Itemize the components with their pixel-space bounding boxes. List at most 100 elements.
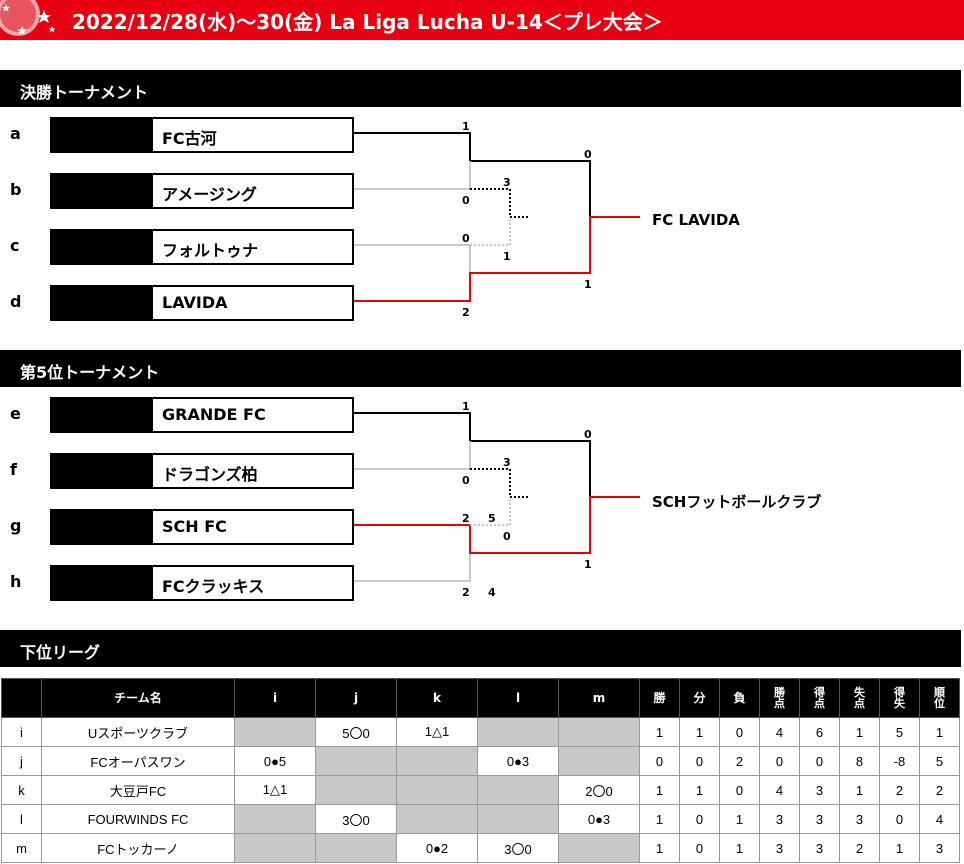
score-bc-top: 3 <box>503 176 511 189</box>
winner-fifth: SCHフットボールクラブ <box>652 493 822 511</box>
match-result-cell: 5〇0 <box>315 717 397 747</box>
row-id-cell: k <box>1 775 42 805</box>
team-name-cell: FCトッカーノ <box>41 833 235 863</box>
losses-cell: 1 <box>719 833 760 863</box>
row-id-cell: j <box>1 746 42 776</box>
score-final-bot: 1 <box>584 278 592 291</box>
wins-cell: 1 <box>639 775 680 805</box>
empty-match-cell <box>315 775 397 805</box>
losses-cell: 2 <box>719 746 760 776</box>
goal-diff-cell: -8 <box>879 746 920 776</box>
team-color-block <box>52 567 153 599</box>
points-cell: 0 <box>759 746 800 776</box>
col-header-k: k <box>396 678 478 718</box>
team-box-g: SCH FC <box>50 509 354 545</box>
match-result-cell: 1△1 <box>396 717 478 747</box>
page-title: 2022/12/28(水)〜30(金) La Liga Lucha U-14＜プ… <box>72 10 663 34</box>
page-header: 2022/12/28(水)〜30(金) La Liga Lucha U-14＜プ… <box>0 0 964 40</box>
losses-cell: 1 <box>719 804 760 834</box>
team-box-e: GRANDE FC <box>50 397 354 433</box>
empty-match-cell <box>396 775 478 805</box>
match-result-cell: 0●5 <box>234 746 316 776</box>
goal-diff-cell: 2 <box>879 775 920 805</box>
goals-for-cell: 3 <box>799 804 840 834</box>
section-title: 第5位トーナメント <box>20 363 160 382</box>
team-color-block <box>52 231 153 263</box>
score-d: 2 <box>462 306 470 319</box>
score-fifth-top: 0 <box>584 428 592 441</box>
bracket-line-d <box>352 216 640 302</box>
team-name-cell: 大豆戸FC <box>41 775 235 805</box>
col-header-team: チーム名 <box>41 678 235 718</box>
rank-cell: 5 <box>919 746 960 776</box>
draws-cell: 1 <box>679 717 720 747</box>
team-box-d: LAVIDA <box>50 285 354 321</box>
vertical-header-text: 得点 <box>814 686 825 710</box>
goals-against-cell: 1 <box>839 717 880 747</box>
team-name: GRANDE FC <box>162 405 266 424</box>
score-ef-bot: 0 <box>503 530 511 543</box>
empty-match-cell <box>477 717 559 747</box>
bracket-line-ef-top <box>470 468 528 498</box>
bracket-line-ef-bot <box>470 497 511 526</box>
score-bc-bot: 1 <box>503 250 511 263</box>
row-id-cell: i <box>1 717 42 747</box>
team-name: ドラゴンズ柏 <box>162 465 258 484</box>
col-header-j: j <box>315 678 397 718</box>
goals-for-cell: 0 <box>799 746 840 776</box>
wins-cell: 1 <box>639 833 680 863</box>
col-header-rank: 順位 <box>919 678 960 718</box>
goal-diff-cell: 1 <box>879 833 920 863</box>
slot-letter-g: g <box>10 516 22 535</box>
score-g: 2 <box>462 512 470 525</box>
bracket-line-bc-top <box>470 188 528 218</box>
goals-for-cell: 3 <box>799 775 840 805</box>
col-header-l: l <box>477 678 559 718</box>
empty-match-cell <box>315 833 397 863</box>
bracket-line-f <box>352 441 471 470</box>
goals-for-cell: 3 <box>799 833 840 863</box>
match-result-cell: 3〇0 <box>315 804 397 834</box>
team-name: LAVIDA <box>162 293 228 312</box>
empty-match-cell <box>558 833 640 863</box>
losses-cell: 0 <box>719 717 760 747</box>
goals-against-cell: 3 <box>839 804 880 834</box>
empty-match-cell <box>234 804 316 834</box>
score-a: 1 <box>462 120 470 133</box>
draws-cell: 0 <box>679 833 720 863</box>
score-ef-top: 3 <box>503 456 511 469</box>
vertical-header-text: 順位 <box>934 686 945 710</box>
rank-cell: 2 <box>919 775 960 805</box>
col-header-losses: 負 <box>719 678 760 718</box>
match-result-cell: 0●3 <box>477 746 559 776</box>
points-cell: 3 <box>759 833 800 863</box>
team-name-cell: Uスポーツクラブ <box>41 717 235 747</box>
slot-letter-h: h <box>10 572 22 591</box>
team-color-block <box>52 287 153 319</box>
points-cell: 3 <box>759 804 800 834</box>
team-name-cell: FOURWINDS FC <box>41 804 235 834</box>
draws-cell: 0 <box>679 804 720 834</box>
section-title: 決勝トーナメント <box>20 83 149 102</box>
team-box-b: アメージング <box>50 173 354 209</box>
bracket-line-b <box>352 161 471 190</box>
row-id-cell: l <box>1 804 42 834</box>
score-h-pk: 4 <box>488 586 496 599</box>
match-result-cell: 1△1 <box>234 775 316 805</box>
goals-for-cell: 6 <box>799 717 840 747</box>
vertical-header-text: 得失 <box>894 686 905 710</box>
ball-logo-icon <box>0 0 64 40</box>
col-header-goal-diff: 得失 <box>879 678 920 718</box>
team-color-block <box>52 175 153 207</box>
slot-letter-a: a <box>10 124 21 143</box>
score-h: 2 <box>462 586 470 599</box>
team-name: フォルトゥナ <box>162 241 259 260</box>
empty-match-cell <box>558 746 640 776</box>
score-g-pk: 5 <box>488 512 496 525</box>
empty-match-cell <box>558 717 640 747</box>
team-box-a: FC古河 <box>50 117 354 153</box>
points-cell: 4 <box>759 717 800 747</box>
col-header-id <box>1 678 42 718</box>
